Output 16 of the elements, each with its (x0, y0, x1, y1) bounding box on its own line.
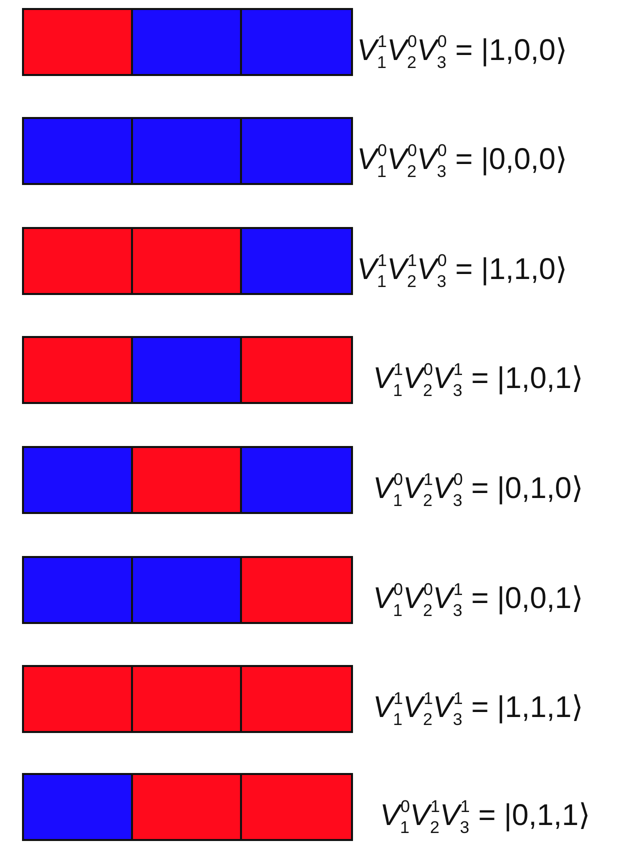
state-formula: V$_{1}$$^{1}$V$_{2}$$^{0}$V$_{3}$$^{1}$ = |1,0,1⟩ (373, 359, 584, 402)
state-formula: V$_{1}$$^{0}$V$_{2}$$^{1}$V$_{3}$$^{0}$ = |0,1,0⟩ (373, 469, 584, 512)
color-cell (240, 117, 353, 185)
state-formula: V$_{1}$$^{0}$V$_{2}$$^{0}$V$_{3}$$^{0}$ = |0,0,0⟩ (357, 140, 568, 183)
state-formula: V$_{1}$$^{0}$V$_{2}$$^{0}$V$_{3}$$^{1}$ = |0,0,1⟩ (373, 579, 584, 622)
state-formula: V$_{1}$$^{0}$V$_{2}$$^{1}$V$_{3}$$^{1}$ = |0,1,1⟩ (380, 796, 591, 839)
color-cell (240, 446, 353, 514)
state-formula: V$_{1}$$^{1}$V$_{2}$$^{1}$V$_{3}$$^{0}$ = |1,1,0⟩ (357, 250, 568, 293)
state-formula: V$_{1}$$^{1}$V$_{2}$$^{0}$V$_{3}$$^{0}$ = |1,0,0⟩ (357, 31, 568, 74)
color-cell (240, 336, 353, 404)
color-cell (240, 556, 353, 624)
state-formula: V$_{1}$$^{1}$V$_{2}$$^{1}$V$_{3}$$^{1}$ = |1,1,1⟩ (373, 688, 584, 731)
color-cell (240, 8, 353, 76)
color-cell (240, 227, 353, 295)
color-cell (240, 665, 353, 733)
color-cell (240, 773, 353, 841)
